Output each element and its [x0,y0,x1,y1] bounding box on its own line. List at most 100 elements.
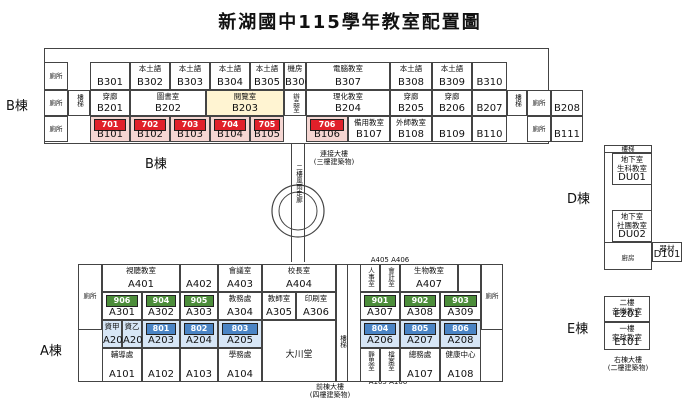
hall-label: 大川堂 [285,350,313,360]
e-note: 右棟大樓 (二樓建築物) [607,356,649,372]
d-stair: 樓梯 [604,145,652,153]
page-title: 新湖國中115學年教室配置圖 [218,12,482,33]
b-toilet-1f: 廁所 [44,116,68,142]
room-code: A202 [123,335,149,346]
a105-a106-label: A105 A106 [368,378,408,386]
room-name: 資乙 [124,322,140,331]
room-code: B303 [177,77,203,88]
room-a106: 檔案室 [380,348,400,382]
room-code: A301 [109,307,135,318]
room-code: B110 [476,129,503,140]
room-code: B308 [398,77,424,88]
room-name: 視聽教室 [126,266,156,275]
room-name: 外師教室 [396,118,426,127]
room-code: B108 [398,129,424,140]
class-tag: 901 [364,295,396,307]
room-code: B310 [476,77,503,88]
room-code: A401 [128,279,154,290]
room-name: 電腦教室 [333,64,363,73]
room-name: 教師室 [267,294,291,303]
room-name: 檔案室 [386,351,395,371]
a-misc-room [458,264,481,292]
room-code: A402 [186,279,212,290]
room-a107: 總務處 A107 [400,348,440,382]
b-toilet-right: 廁所 [527,90,551,116]
room-b108: 外師教室 B108 [390,116,432,142]
room-a103: A103 [180,348,218,382]
a-bottom-note: 前棟大樓 (四樓建築物) [309,383,351,399]
room-name: 穿廊 [102,92,118,101]
class-tag: 703 [174,119,206,131]
room-code: B305 [254,77,280,88]
room-b308: 本土語 B308 [390,62,432,90]
room-name: 本土語 [178,64,202,73]
room-b207: B207 [472,90,507,116]
room-code: A201 [103,335,129,346]
room-a101: 輔導處 A101 [102,348,142,382]
room-name: 教務處 [228,294,252,303]
room-code: A304 [227,307,253,318]
room-b301: B301 [90,62,130,90]
room-code: B105 [254,129,280,140]
room-a405: 人事室 [360,264,380,292]
b-toilet-2f: 廁所 [44,90,68,116]
room-code: A107 [407,369,433,380]
room-a402: A402 [180,264,218,292]
room-name: 本土語 [255,64,279,73]
room-code: B306 [285,77,311,88]
room-code: A407 [416,279,442,290]
room-code: B104 [217,129,243,140]
b-supply-room: 辦品室 [284,90,306,116]
room-code: A208 [447,335,474,346]
room-code: B204 [335,103,361,114]
class-tag: 706 [310,119,344,131]
room-name: 本土語 [399,64,423,73]
room-code: A309 [447,307,474,318]
room-code: A303 [186,307,212,318]
class-tag: 801 [146,323,176,335]
room-name: 輔導處 [110,350,134,359]
walkway: 二樓風雨走廊 [291,144,305,262]
room-code: A307 [367,307,393,318]
a-toilet-left: 廁所 [78,264,102,330]
assembly-hall: 大川堂 [262,320,336,382]
room-code: B102 [137,129,163,140]
class-tag: 903 [444,295,477,307]
room-code: B205 [398,103,424,114]
class-tag: 904 [146,295,176,307]
room-code: A305 [266,307,292,318]
room-code: A101 [109,369,135,380]
room-a102: A102 [142,348,180,382]
building-label-a: A棟 [40,344,62,359]
room-a305: 教師室 A305 [262,292,296,320]
room-name: 總務處 [408,350,432,359]
room-code: B203 [232,103,258,114]
room-b305: 本土語 B305 [250,62,284,90]
class-tag: 905 [184,295,214,307]
room-code: A207 [407,335,433,346]
room-code: A403 [227,279,253,290]
room-code: A206 [367,335,393,346]
room-code: B309 [439,77,465,88]
